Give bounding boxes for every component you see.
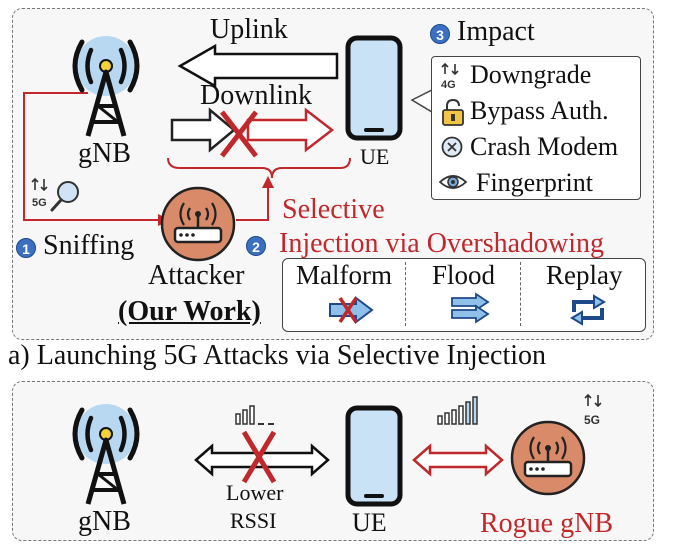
attack-replay-label: Replay (546, 260, 623, 290)
5g-arrows-icon: 5G (584, 393, 602, 427)
rogue-gnb-label: Rogue gNB (480, 508, 613, 539)
flood-icon (451, 292, 490, 324)
impact-title: Impact (457, 16, 535, 47)
weak-signal-icon (235, 405, 274, 425)
step-2-badge: 2 (246, 236, 266, 256)
inject-path (236, 186, 269, 221)
downlink-block-x (220, 110, 258, 158)
impact-item-bypass-auth: Bypass Auth. (470, 96, 609, 125)
replay-icon (570, 294, 606, 326)
downlink-brace (167, 157, 351, 179)
attacker-label: Attacker (148, 260, 245, 291)
impact-item-crash-modem: Crash Modem (470, 132, 619, 161)
crash-icon (441, 136, 463, 158)
lock-icon (442, 98, 464, 126)
gnb-tower-icon (72, 36, 140, 137)
sniffing-step: 1 Sniffing (16, 232, 134, 260)
attacker-router-icon (160, 186, 236, 262)
downgrade-icon: 4G (441, 62, 459, 90)
downlink-red-arrow (246, 107, 335, 153)
step-1-badge: 1 (16, 238, 36, 258)
lower-rssi-line1: Lower (226, 480, 284, 505)
panel-a-caption: a) Launching 5G Attacks via Selective In… (8, 340, 547, 371)
attack-flood-label: Flood (432, 260, 496, 290)
step-3-badge: 3 (430, 24, 450, 44)
ue-label: UE (360, 144, 390, 169)
rogue-gnb-router-icon (510, 420, 586, 496)
ue-phone-icon-b (345, 405, 403, 507)
gnb-label: gNB (78, 138, 131, 169)
our-work-label: (Our Work) (118, 296, 261, 327)
selective-line1: Selective (282, 194, 385, 225)
sniffing-label: Sniffing (43, 230, 135, 261)
strong-signal-icon (437, 396, 478, 425)
downlink-black-arrow (170, 107, 236, 153)
impact-header: 3 Impact (430, 18, 535, 46)
downgrade-icon-text: 4G (441, 79, 456, 90)
5g-icon-text: 5G (584, 413, 600, 427)
impact-item-fingerprint: Fingerprint (476, 168, 593, 197)
eye-icon (438, 175, 468, 189)
malform-icon (329, 296, 374, 324)
attack-divider-2 (520, 262, 521, 326)
uplink-arrow (177, 43, 339, 89)
ue-label-b: UE (352, 508, 387, 537)
attack-divider-1 (405, 262, 406, 326)
attack-malform-label: Malform (296, 260, 392, 290)
uplink-label: Uplink (210, 14, 288, 45)
gnb-label-b: gNB (78, 506, 131, 537)
sniff-icon-text: 5G (32, 197, 47, 209)
sniff-icon: 5G (31, 177, 79, 212)
ue-phone-icon (345, 35, 403, 141)
selective-step: 2 Injection via Overshadowing (246, 230, 604, 258)
impact-box (431, 56, 641, 200)
selective-line2: Injection via Overshadowing (279, 228, 605, 259)
downlink-label: Downlink (200, 80, 312, 111)
ue-rogue-double-arrow (412, 443, 504, 477)
impact-item-downgrade: Downgrade (470, 60, 592, 89)
lower-rssi-line2: RSSI (230, 508, 277, 533)
gnb-tower-icon-b (72, 404, 140, 505)
sniff-path (23, 92, 158, 221)
